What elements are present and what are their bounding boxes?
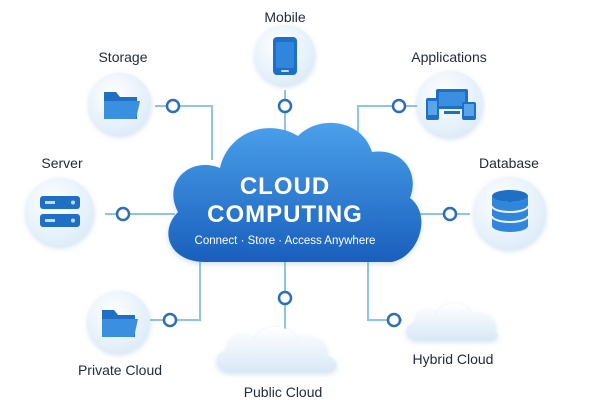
node-mobile[interactable] xyxy=(255,25,315,85)
node-public-cloud[interactable] xyxy=(216,326,337,372)
server-icon xyxy=(40,196,80,227)
center-title-line2: COMPUTING xyxy=(207,201,363,228)
label-hybrid-cloud: Hybrid Cloud xyxy=(413,351,494,367)
label-server: Server xyxy=(41,155,83,171)
folder-icon xyxy=(104,92,140,119)
connector-dots xyxy=(115,98,458,328)
label-mobile: Mobile xyxy=(264,9,305,25)
dot-private-cloud xyxy=(162,312,178,328)
center-title-line1: CLOUD xyxy=(240,173,330,200)
connector-private-cloud xyxy=(150,262,201,321)
central-cloud xyxy=(168,122,422,262)
cloud-icon xyxy=(216,326,337,372)
node-hybrid-cloud[interactable] xyxy=(406,303,498,341)
dot-public-cloud xyxy=(277,290,293,306)
center-subtitle: Connect · Store · Access Anywhere xyxy=(195,235,376,247)
folder-icon xyxy=(102,310,138,337)
dot-applications xyxy=(391,98,407,114)
label-database: Database xyxy=(479,155,539,171)
node-database[interactable] xyxy=(474,177,546,249)
connector-storage xyxy=(155,105,213,160)
dot-server xyxy=(115,206,131,222)
node-server[interactable] xyxy=(26,178,94,246)
node-storage[interactable] xyxy=(89,73,151,135)
node-applications[interactable] xyxy=(417,71,483,137)
dot-hybrid-cloud xyxy=(386,312,402,328)
label-applications: Applications xyxy=(411,49,487,65)
database-icon xyxy=(491,190,529,232)
label-storage: Storage xyxy=(98,49,147,65)
devices-icon xyxy=(426,89,476,120)
label-public-cloud: Public Cloud xyxy=(244,384,323,400)
label-private-cloud: Private Cloud xyxy=(78,362,162,378)
dot-database xyxy=(442,206,458,222)
cloud-icon xyxy=(406,303,498,340)
node-private-cloud[interactable] xyxy=(88,291,150,353)
dot-mobile xyxy=(277,98,293,114)
connector-hybrid-cloud xyxy=(367,262,402,321)
mobile-phone-icon xyxy=(273,37,297,75)
dot-storage xyxy=(165,98,181,114)
